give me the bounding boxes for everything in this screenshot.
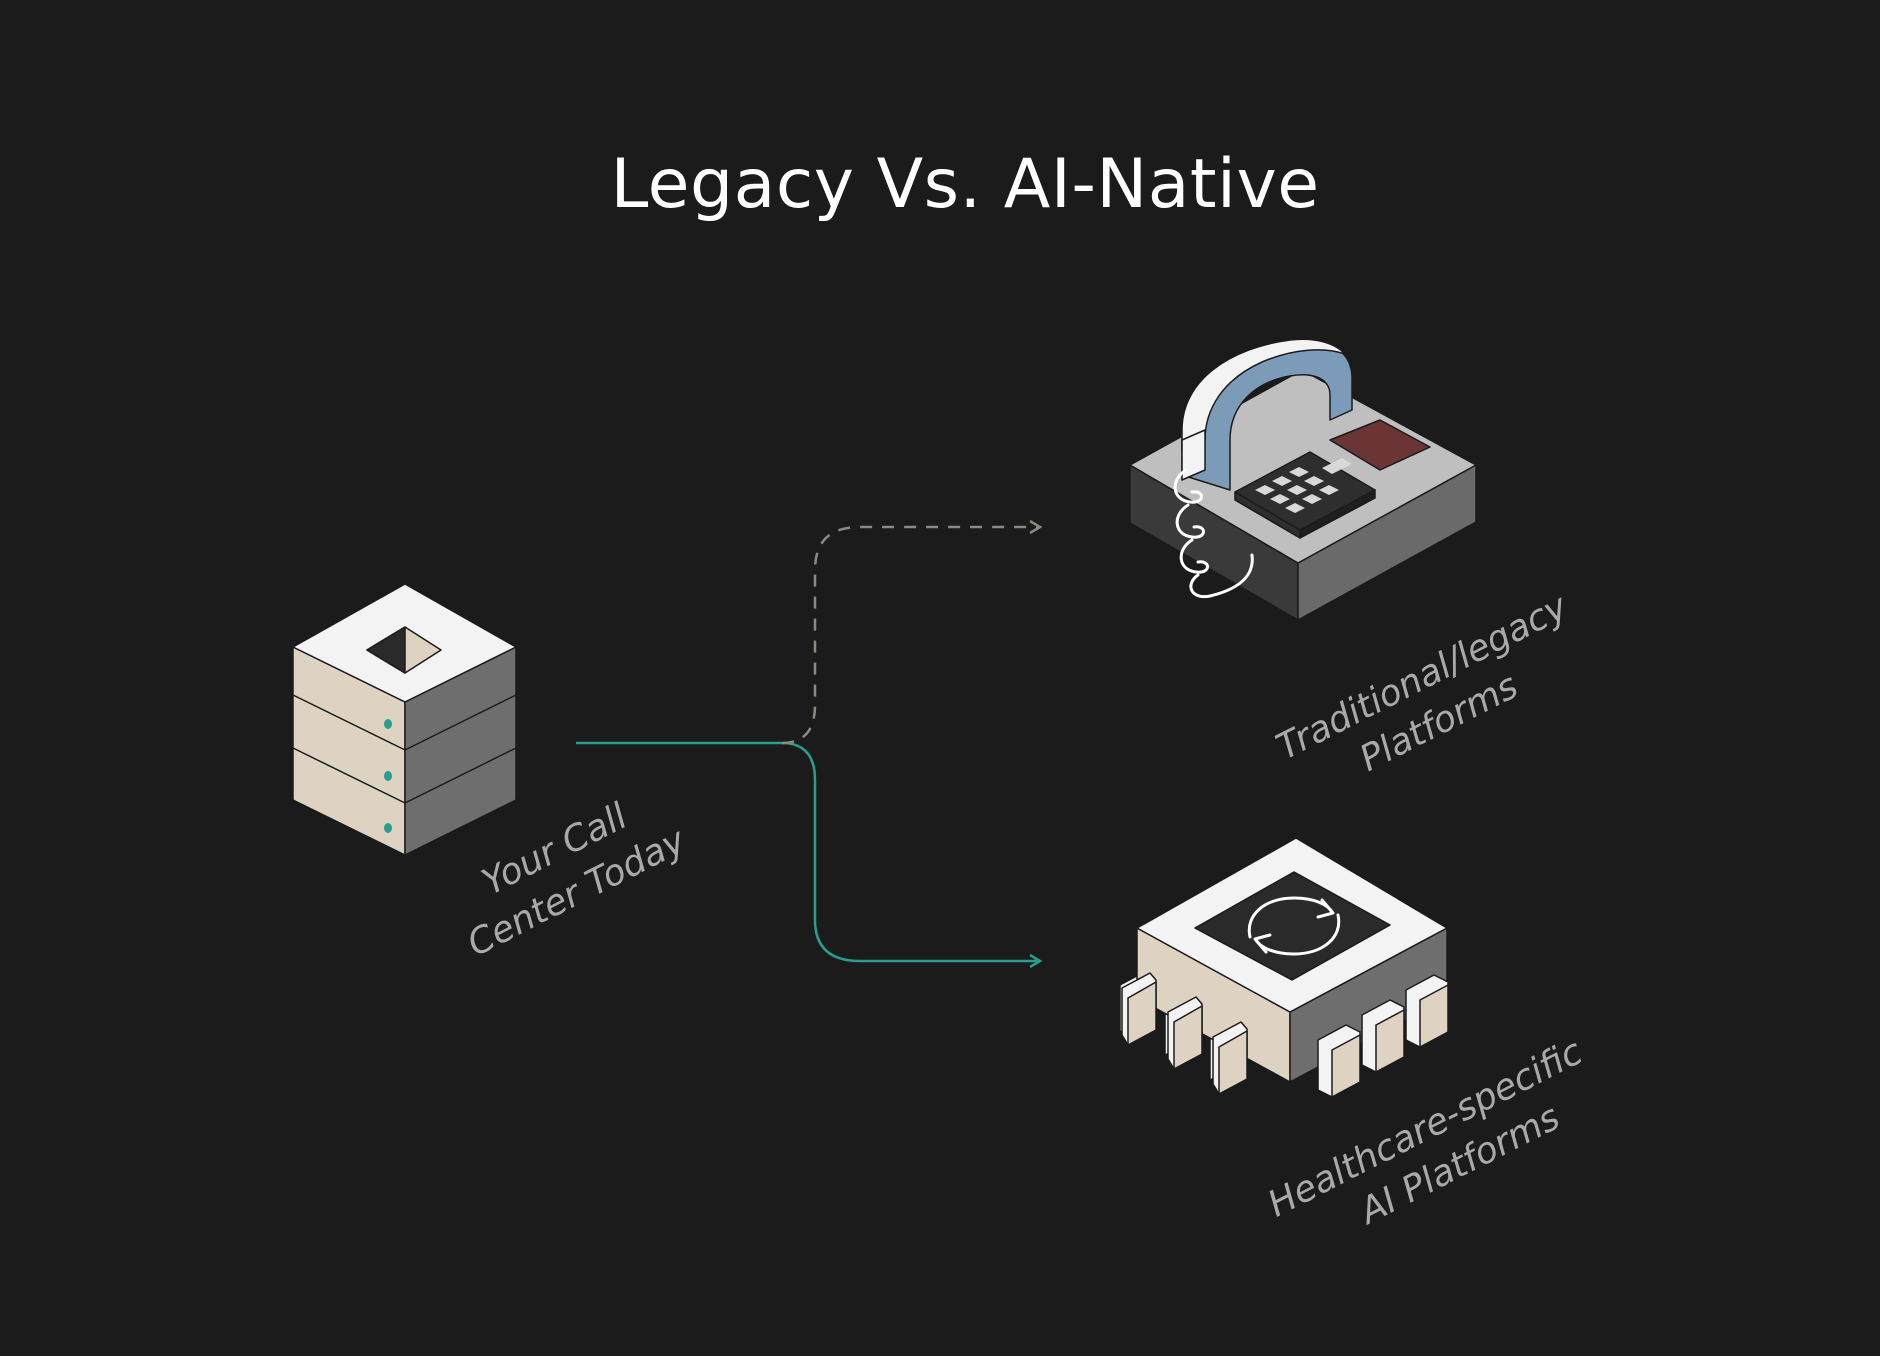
server-stack-icon	[292, 583, 517, 856]
desk-phone-icon	[1129, 338, 1477, 621]
sync-icon	[1247, 896, 1341, 956]
teal-connector-path	[576, 741, 1040, 961]
page-title: Legacy Vs. AI-Native	[610, 145, 1320, 224]
connector-lines	[576, 527, 1040, 961]
ai-chip-icon	[1119, 837, 1449, 1098]
dashed-connector-path	[781, 527, 1040, 745]
legacy-label: Traditional/legacy Platforms	[1270, 586, 1575, 780]
